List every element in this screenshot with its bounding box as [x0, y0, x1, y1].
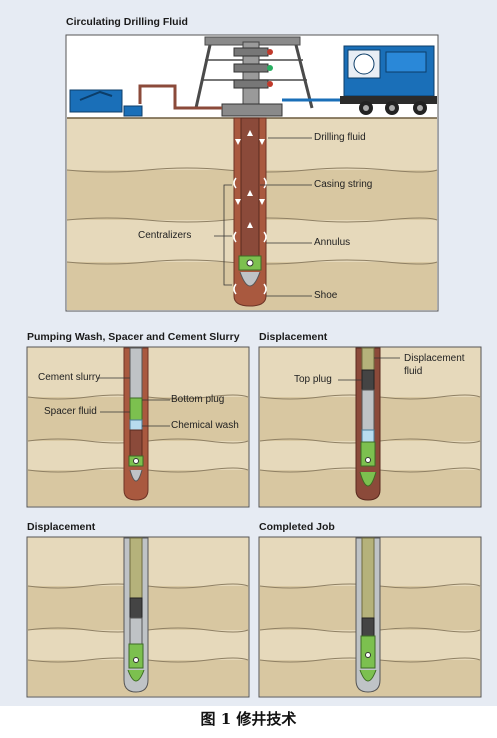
label-shoe: Shoe: [314, 290, 338, 301]
title-circulating-drilling-fluid: Circulating Drilling Fluid: [66, 16, 188, 28]
label-displacement-fluid: Displacement fluid: [404, 353, 465, 377]
wellbore-top: [233, 117, 267, 307]
panel-displacement-2: [26, 536, 250, 698]
title-displacement-1: Displacement: [259, 331, 328, 343]
panel-completed-job: [258, 536, 482, 698]
panel-displacement-1: [258, 346, 482, 508]
label-spacer-fluid: Spacer fluid: [44, 406, 97, 417]
label-annulus: Annulus: [314, 237, 351, 248]
panel-circulating-drilling-fluid: [65, 34, 439, 312]
bop-stack: [221, 41, 283, 117]
label-drilling-fluid: Drilling fluid: [314, 132, 366, 143]
label-bottom-plug: Bottom plug: [171, 394, 225, 405]
mud-pit: [69, 84, 222, 117]
label-cement-slurry: Cement slurry: [38, 372, 101, 383]
title-pumping-wash: Pumping Wash, Spacer and Cement Slurry: [27, 331, 240, 343]
leader-lines: [214, 137, 312, 297]
title-completed-job: Completed Job: [259, 521, 335, 533]
label-centralizers: Centralizers: [138, 230, 192, 241]
label-chemical-wash: Chemical wash: [171, 420, 239, 431]
panel-pumping-wash: [26, 346, 250, 508]
figure-caption: 图 1 修井技术: [200, 710, 297, 728]
label-top-plug: Top plug: [294, 374, 332, 385]
label-casing-string: Casing string: [314, 179, 373, 190]
cement-pump-truck: [340, 45, 437, 115]
title-displacement-2: Displacement: [27, 521, 96, 533]
